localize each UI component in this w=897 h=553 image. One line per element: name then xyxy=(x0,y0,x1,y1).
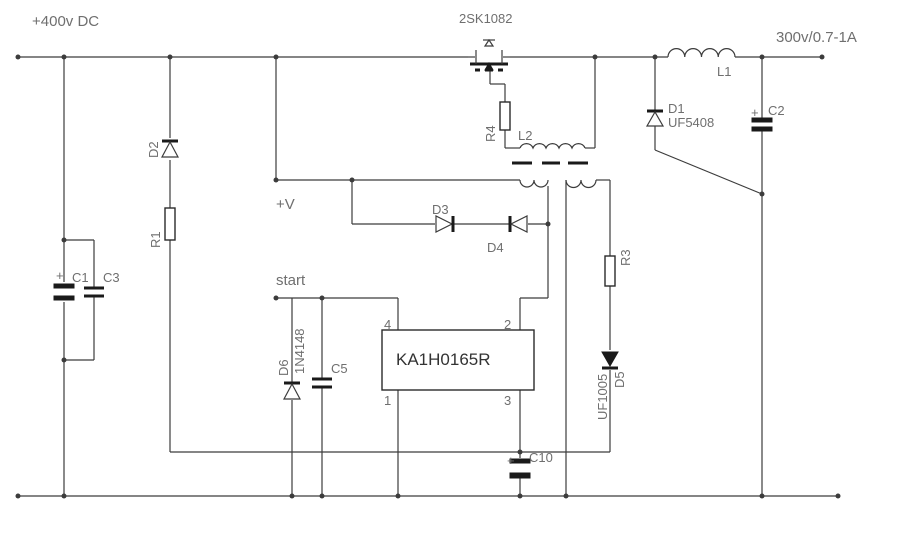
d6-part-label: 1N4148 xyxy=(292,328,307,374)
resistor-r3 xyxy=(604,255,616,287)
capacitor-c3 xyxy=(84,286,104,298)
output-voltage-label: 300v/0.7-1A xyxy=(776,29,857,46)
diode-d4 xyxy=(508,215,528,233)
d1-label: D1 xyxy=(668,101,685,116)
r1-label: R1 xyxy=(148,231,163,248)
d6-label: D6 xyxy=(276,359,291,376)
pin-1-label: 1 xyxy=(384,393,391,408)
diode-d3 xyxy=(435,215,455,233)
d3-label: D3 xyxy=(432,202,449,217)
c3-label: C3 xyxy=(103,270,120,285)
c2-plus: + xyxy=(751,105,759,120)
c10-label: C10 xyxy=(529,450,553,465)
capacitor-c5 xyxy=(312,377,332,389)
ic-label: KA1H0165R xyxy=(396,350,491,369)
l2-label: L2 xyxy=(518,128,532,143)
ic-ka1h0165r xyxy=(381,329,535,391)
l1-label: L1 xyxy=(717,64,731,79)
resistor-r1 xyxy=(164,207,176,241)
d5-part-label: UF1005 xyxy=(595,374,610,420)
d2-label: D2 xyxy=(146,141,161,158)
capacitor-c1: + xyxy=(53,268,75,301)
diode-d2 xyxy=(161,139,179,158)
mosfet-2sk1082 xyxy=(468,38,510,72)
ic-body xyxy=(381,329,535,391)
start-label: start xyxy=(276,272,306,289)
c5-label: C5 xyxy=(331,361,348,376)
inductor-l1 xyxy=(667,48,736,58)
diode-d1 xyxy=(645,109,665,127)
capacitor-c2 xyxy=(751,117,773,132)
c10-plus: + xyxy=(507,453,515,468)
labels: +400v DC 300v/0.7-1A 2SK1082 +V start KA… xyxy=(32,11,857,468)
input-voltage-label: +400v DC xyxy=(32,13,99,30)
wires xyxy=(18,56,838,497)
diode-d6 xyxy=(283,381,301,400)
diode-d5 xyxy=(601,351,619,370)
plus-v-label: +V xyxy=(276,196,295,213)
transformer-l2 xyxy=(512,143,597,189)
resistor-r4 xyxy=(499,101,511,131)
pin-4-label: 4 xyxy=(384,317,391,332)
pin-2-label: 2 xyxy=(504,317,511,332)
c2-label: C2 xyxy=(768,103,785,118)
d5-label: D5 xyxy=(612,371,627,388)
r4-label: R4 xyxy=(483,125,498,142)
junction-dots xyxy=(15,54,841,499)
capacitor-c10 xyxy=(509,458,531,479)
d1-part-label: UF5408 xyxy=(668,115,714,130)
pin-3-label: 3 xyxy=(504,393,511,408)
plus-sign: + xyxy=(56,268,64,283)
mosfet-label: 2SK1082 xyxy=(459,11,513,26)
c1-label: C1 xyxy=(72,270,89,285)
d4-label: D4 xyxy=(487,240,504,255)
r3-label: R3 xyxy=(618,249,633,266)
